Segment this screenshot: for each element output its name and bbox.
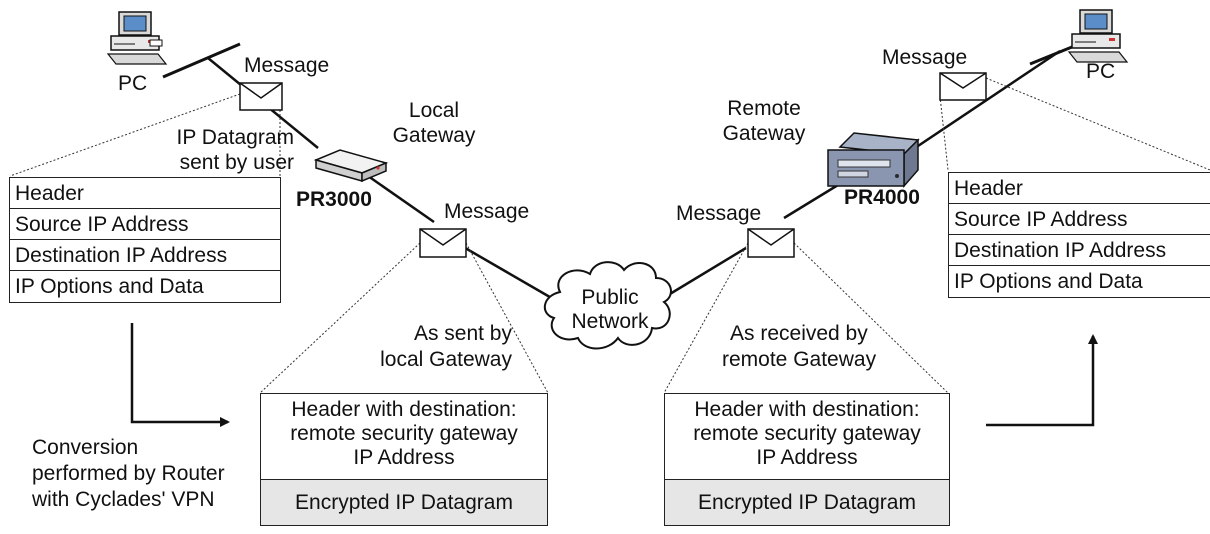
pc-icon (106, 11, 168, 65)
conversion-note-3: with Cyclades' VPN (32, 488, 215, 511)
center-left-message-label: Message (444, 200, 530, 223)
public-network-cloud (544, 261, 672, 350)
table-row: Destination IP Address (10, 240, 280, 271)
envelope-icon (419, 228, 467, 258)
conversion-arrow (130, 323, 230, 427)
right-message-label: Message (882, 46, 968, 69)
datagram-caption-1: IP Datagram (176, 126, 295, 149)
right-gateway-link (783, 183, 839, 220)
pr3000-label: PR3000 (296, 188, 372, 211)
received-caption-1: As received by (730, 322, 868, 345)
output-arrow (986, 334, 1098, 427)
conversion-note-2: performed by Router (32, 462, 225, 485)
pr4000-label: PR4000 (844, 186, 920, 209)
right-encrypted-packet: Header with destination: remote security… (664, 393, 950, 526)
table-row: IP Options and Data (954, 270, 1143, 293)
router-pr3000-icon (313, 149, 389, 183)
encrypted-packet-payload: Encrypted IP Datagram (665, 479, 949, 525)
table-row: Source IP Address (949, 204, 1210, 235)
left-encrypted-packet: Header with destination: remote security… (260, 393, 548, 526)
datagram-caption-2: sent by user (179, 151, 294, 174)
encrypted-packet-payload: Encrypted IP Datagram (261, 479, 547, 525)
remote-gateway-label-1: Remote (727, 97, 801, 120)
table-row: Source IP Address (10, 209, 280, 240)
encrypted-packet-header: Header with destination: remote security… (693, 398, 921, 469)
right-ip-datagram-table: Header Source IP Address Destination IP … (948, 172, 1210, 298)
envelope-icon (939, 72, 987, 101)
left-cloud-link (459, 243, 556, 302)
received-caption-2: remote Gateway (722, 348, 877, 371)
left-gateway-link (367, 174, 435, 224)
cloud-label-1: Public (581, 286, 639, 309)
table-row: Destination IP Address (949, 235, 1210, 266)
conversion-note-1: Conversion (32, 436, 139, 459)
table-row: Header (949, 173, 1210, 204)
right-cloud-link (659, 246, 747, 302)
envelope-icon (239, 82, 283, 111)
table-row: Header (10, 178, 280, 209)
sent-caption-2: local Gateway (380, 348, 512, 371)
left-message-label: Message (244, 54, 330, 77)
left-ip-datagram-table: Header Source IP Address Destination IP … (9, 177, 281, 303)
local-gateway-label-1: Local (408, 99, 460, 122)
local-gateway-label-2: Gateway (392, 124, 476, 147)
encrypted-packet-header: Header with destination: remote security… (290, 398, 518, 469)
sent-caption-1: As sent by (413, 322, 512, 345)
left-pc-label: PC (118, 72, 148, 95)
pc-icon (1067, 9, 1129, 63)
left-lan-segment (162, 42, 241, 79)
right-pc-label: PC (1086, 60, 1116, 83)
envelope-icon (747, 228, 795, 258)
table-row: IP Options and Data (15, 275, 204, 298)
cloud-label-2: Network (571, 310, 649, 333)
router-pr4000-icon (827, 132, 920, 188)
remote-gateway-label-2: Gateway (722, 122, 806, 145)
projection-lines (9, 77, 1210, 394)
center-right-message-label: Message (676, 202, 762, 225)
